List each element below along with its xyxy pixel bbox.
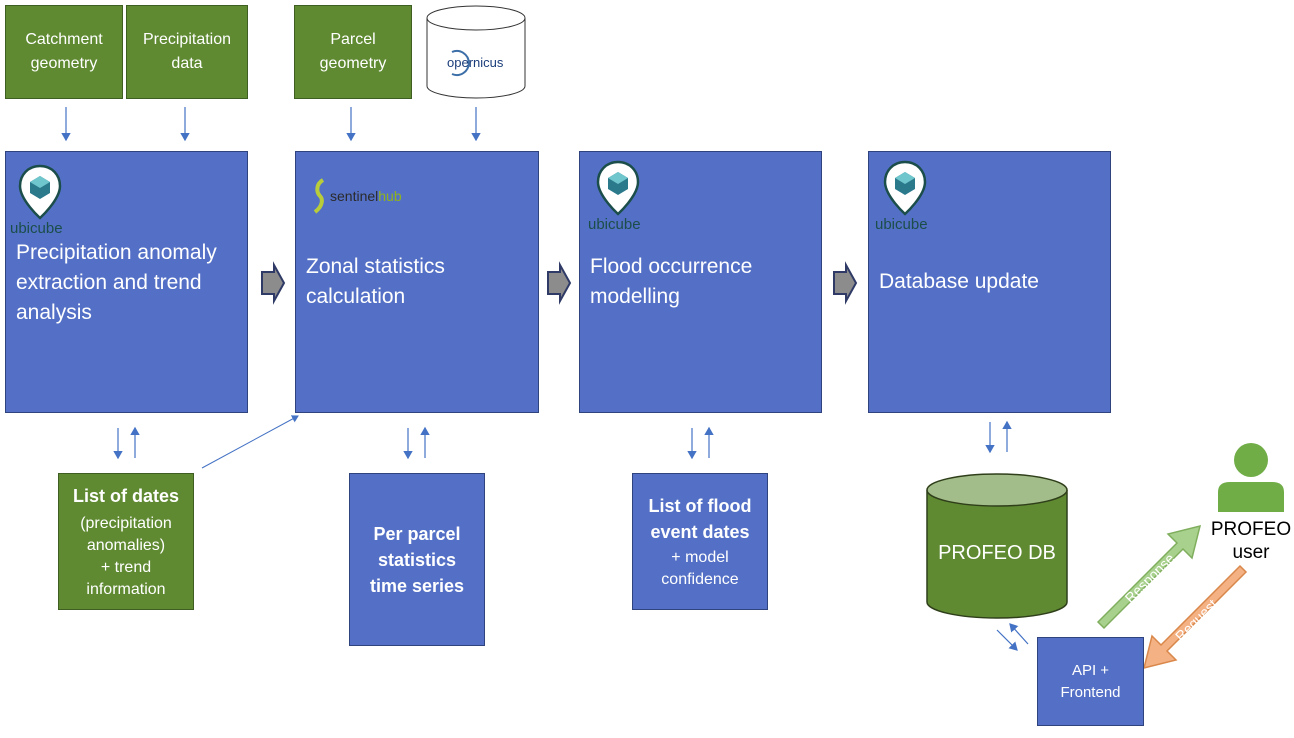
output-per-parcel-statistics: Per parcel statistics time series xyxy=(349,473,485,646)
ubicube-logo-text: ubicube xyxy=(875,216,928,233)
arrow-dates-to-zonal xyxy=(201,415,299,469)
process-flood-modelling: ubicube Flood occurrence modelling xyxy=(579,151,822,413)
process-label: Precipitation anomaly extraction and tre… xyxy=(16,241,217,324)
output-title: Per parcel statistics time series xyxy=(369,523,465,596)
process-label: Zonal statistics calculation xyxy=(306,255,445,308)
output-list-of-dates: List of dates (precipitation anomalies) … xyxy=(58,473,194,610)
precipitation-data-label: Precipitation data xyxy=(142,31,232,72)
copernicus-cylinder xyxy=(426,5,526,99)
process-zonal-statistics: sentinelhub Zonal statistics calculation xyxy=(295,151,539,413)
ubicube-pin-icon xyxy=(883,160,927,216)
copernicus-logo-text: opernicus xyxy=(447,55,504,70)
process-arrow-2 xyxy=(547,261,572,305)
output-title: List of dates xyxy=(72,485,179,506)
ubicube-pin-icon xyxy=(596,160,640,216)
process-label: Database update xyxy=(879,270,1039,293)
parcel-geometry-label: Parcel geometry xyxy=(319,31,387,72)
parcel-geometry-box: Parcel geometry xyxy=(294,5,412,99)
process-arrow-3 xyxy=(833,261,858,305)
sentinelhub-icon xyxy=(313,178,325,214)
sentinelhub-logo-text: sentinelhub xyxy=(330,188,402,204)
catchment-geometry-label: Catchment geometry xyxy=(25,31,103,72)
profeo-db-cylinder xyxy=(926,473,1068,619)
precipitation-data-box: Precipitation data xyxy=(126,5,248,99)
user-icon xyxy=(1218,443,1284,512)
ubicube-pin-icon xyxy=(18,164,62,220)
process-arrow-1 xyxy=(261,261,286,305)
output-subtitle: (precipitation anomalies) + trend inform… xyxy=(80,514,172,598)
ubicube-logo-text: ubicube xyxy=(588,216,641,233)
process-label: Flood occurrence modelling xyxy=(590,255,753,308)
catchment-geometry-box: Catchment geometry xyxy=(5,5,123,99)
output-title: List of flood event dates xyxy=(648,495,752,542)
output-subtitle: + model confidence xyxy=(661,548,739,588)
process-database-update: ubicube Database update xyxy=(868,151,1111,413)
ubicube-logo-text: ubicube xyxy=(10,220,63,237)
request-arrow xyxy=(1142,564,1248,670)
api-frontend-box: API + Frontend xyxy=(1037,637,1144,726)
arrow-api-to-db xyxy=(1009,623,1029,645)
response-arrow xyxy=(1096,524,1202,630)
profeo-db-label: PROFEO DB xyxy=(938,542,1056,564)
profeo-user-label: PROFEO user xyxy=(1210,519,1292,563)
sentinelhub-logo-a: sentinel xyxy=(330,188,379,204)
arrow-db-to-api xyxy=(996,629,1018,651)
sentinelhub-logo-b: hub xyxy=(378,188,402,204)
output-flood-event-dates: List of flood event dates + model confid… xyxy=(632,473,768,610)
process-precipitation-anomaly: ubicube Precipitation anomaly extraction… xyxy=(5,151,248,413)
